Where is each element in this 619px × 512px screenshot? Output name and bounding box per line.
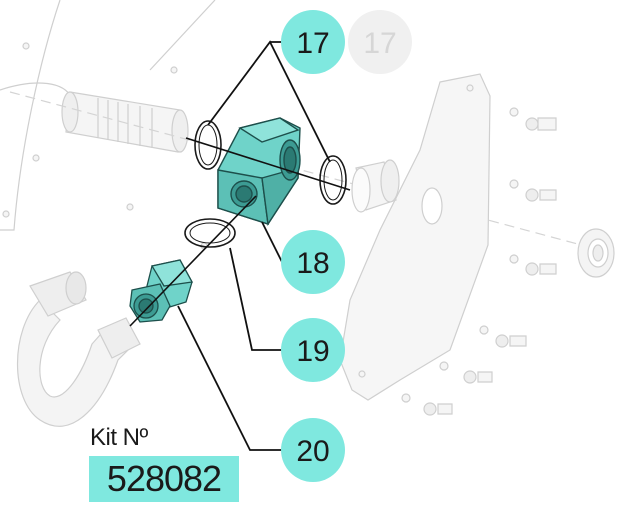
- kit-label: Kit Nº: [90, 424, 148, 451]
- callout-ghost-label: 17: [363, 27, 396, 60]
- oring-19-outer: [184, 218, 236, 248]
- callout-18: 18: [281, 230, 345, 294]
- kit-number: 528082: [106, 458, 222, 499]
- oring-19-inner: [189, 222, 231, 244]
- kit-number-box: 528082: [89, 456, 239, 502]
- part-18-swivel-block: [217, 117, 301, 226]
- callout-19-label: 19: [296, 335, 329, 368]
- oring-right-inner: [323, 159, 343, 201]
- callout-17-label: 17: [296, 27, 329, 60]
- oring-left: [194, 120, 222, 170]
- hose-pipe: [17, 271, 141, 427]
- spacer-ring: [351, 159, 400, 213]
- leader-20: [177, 305, 295, 451]
- shaft-fitting: [61, 91, 189, 153]
- callout-20-label: 20: [296, 435, 329, 468]
- callout-ghost-17: 17: [348, 10, 412, 74]
- callout-18-label: 18: [296, 247, 329, 280]
- background-assembly: [0, 0, 615, 427]
- bearing: [577, 228, 615, 278]
- callout-17: 17: [281, 10, 345, 74]
- leader-19: [229, 247, 295, 351]
- bolts-upper: [509, 107, 557, 276]
- part-20-nipple: [129, 259, 194, 323]
- callout-19: 19: [281, 318, 345, 382]
- assembly-axis: [129, 137, 351, 327]
- side-plate: [339, 73, 491, 401]
- bolts-lower: [401, 325, 527, 416]
- callout-20: 20: [281, 418, 345, 482]
